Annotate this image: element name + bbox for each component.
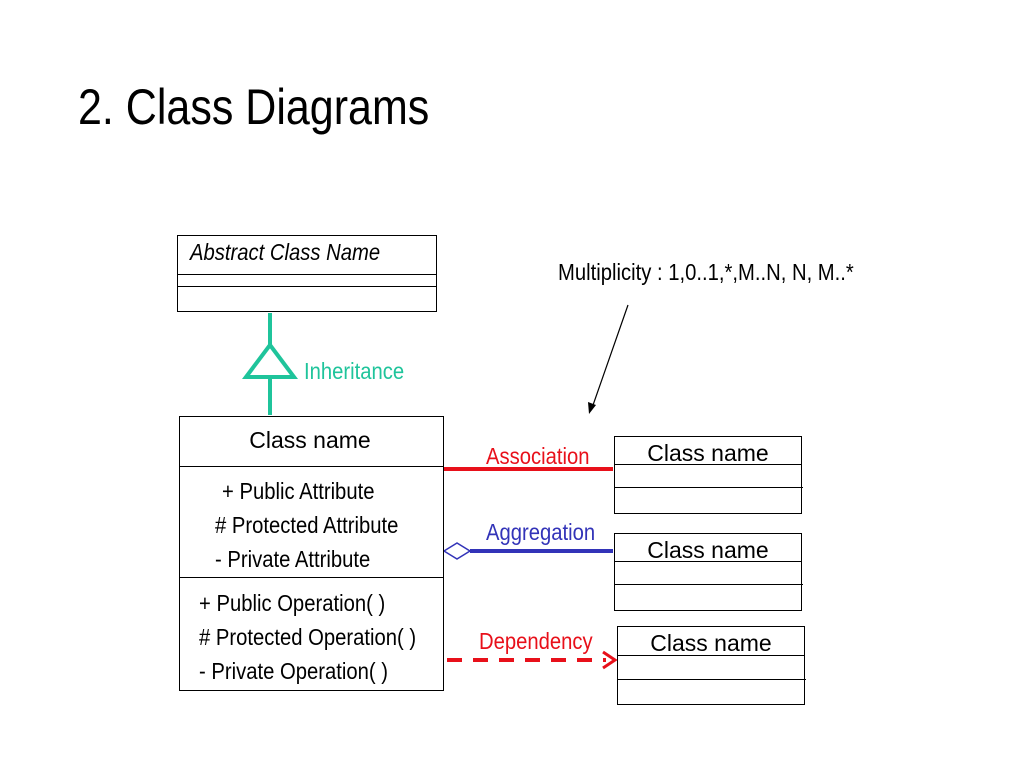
protected-operation: # Protected Operation( ) (199, 624, 417, 650)
slide-title: 2. Class Diagrams (78, 79, 430, 135)
associated-class-divider-1 (615, 464, 801, 465)
main-class-box[interactable]: Class name + Public Attribute # Protecte… (179, 416, 444, 691)
dependency-arrowhead-icon (602, 650, 618, 670)
aggregation-label: Aggregation (486, 519, 596, 545)
main-class-name: Class name (249, 427, 371, 453)
multiplicity-pointer (588, 304, 629, 414)
associated-class-name: Class name (647, 440, 769, 466)
multiplicity-label: Multiplicity : 1,0..1,*,M..N, N, M..* (558, 259, 854, 285)
protected-attribute: # Protected Attribute (215, 512, 399, 538)
aggregated-class-name: Class name (647, 537, 769, 563)
dependent-class-divider-2 (618, 679, 806, 680)
dependent-class-divider-1 (618, 655, 804, 656)
main-class-divider-2 (180, 577, 443, 578)
aggregated-class-divider-2 (615, 584, 803, 585)
multiplicity-arrowhead-icon (588, 402, 596, 414)
abstract-class-box[interactable]: Abstract Class Name (177, 235, 437, 312)
abstract-class-divider-1 (178, 274, 436, 275)
multiplicity-pointer-line (591, 304, 629, 409)
dependent-class-box[interactable]: Class name (617, 626, 806, 705)
dependent-class-name: Class name (650, 630, 772, 656)
aggregated-class-box[interactable]: Class name (614, 533, 803, 611)
inheritance-label: Inheritance (304, 358, 405, 384)
dependency-label: Dependency (479, 628, 593, 654)
public-attribute: + Public Attribute (222, 478, 375, 504)
inheritance-triangle-icon (242, 341, 298, 379)
aggregation-connector (442, 542, 613, 560)
aggregation-diamond-icon (442, 542, 472, 560)
private-attribute: - Private Attribute (215, 546, 371, 572)
dependency-connector (447, 650, 618, 670)
associated-class-box[interactable]: Class name (614, 436, 803, 514)
aggregated-class-divider-1 (615, 561, 801, 562)
main-class-divider-1 (180, 466, 443, 467)
abstract-class-name: Abstract Class Name (190, 239, 381, 265)
inheritance-connector (242, 313, 298, 415)
public-operation: + Public Operation( ) (199, 590, 386, 616)
abstract-class-divider-2 (178, 286, 436, 287)
private-operation: - Private Operation( ) (199, 658, 388, 684)
association-label: Association (486, 443, 590, 469)
associated-class-divider-2 (615, 487, 803, 488)
